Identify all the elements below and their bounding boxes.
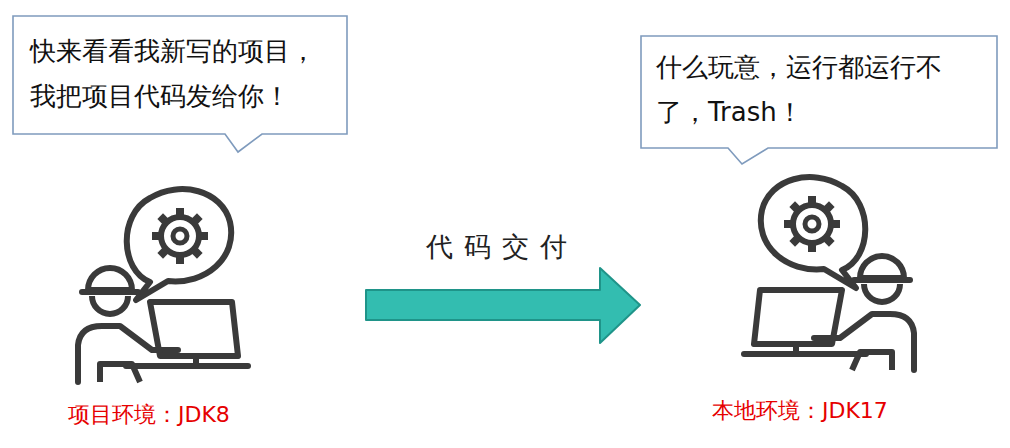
- worker-figure: [744, 177, 914, 370]
- arrow-label: 代码交付: [426, 230, 578, 264]
- speech-text: 什么玩意，运行都运行不了，Trash！: [656, 45, 968, 135]
- bubble-shape: [13, 16, 347, 152]
- environment-label: 本地环境：JDK17: [712, 397, 888, 425]
- worker-figure: [78, 189, 248, 382]
- environment-label: 项目环境：JDK8: [68, 401, 230, 429]
- bubble-shape: [641, 36, 997, 164]
- speech-bubble: 快来看看我新写的项目，我把项目代码发给你！: [12, 15, 348, 153]
- speech-text: 快来看看我新写的项目，我把项目代码发给你！: [30, 29, 330, 119]
- transfer-arrow: [366, 268, 640, 343]
- speech-bubble: 什么玩意，运行都运行不了，Trash！: [640, 35, 998, 165]
